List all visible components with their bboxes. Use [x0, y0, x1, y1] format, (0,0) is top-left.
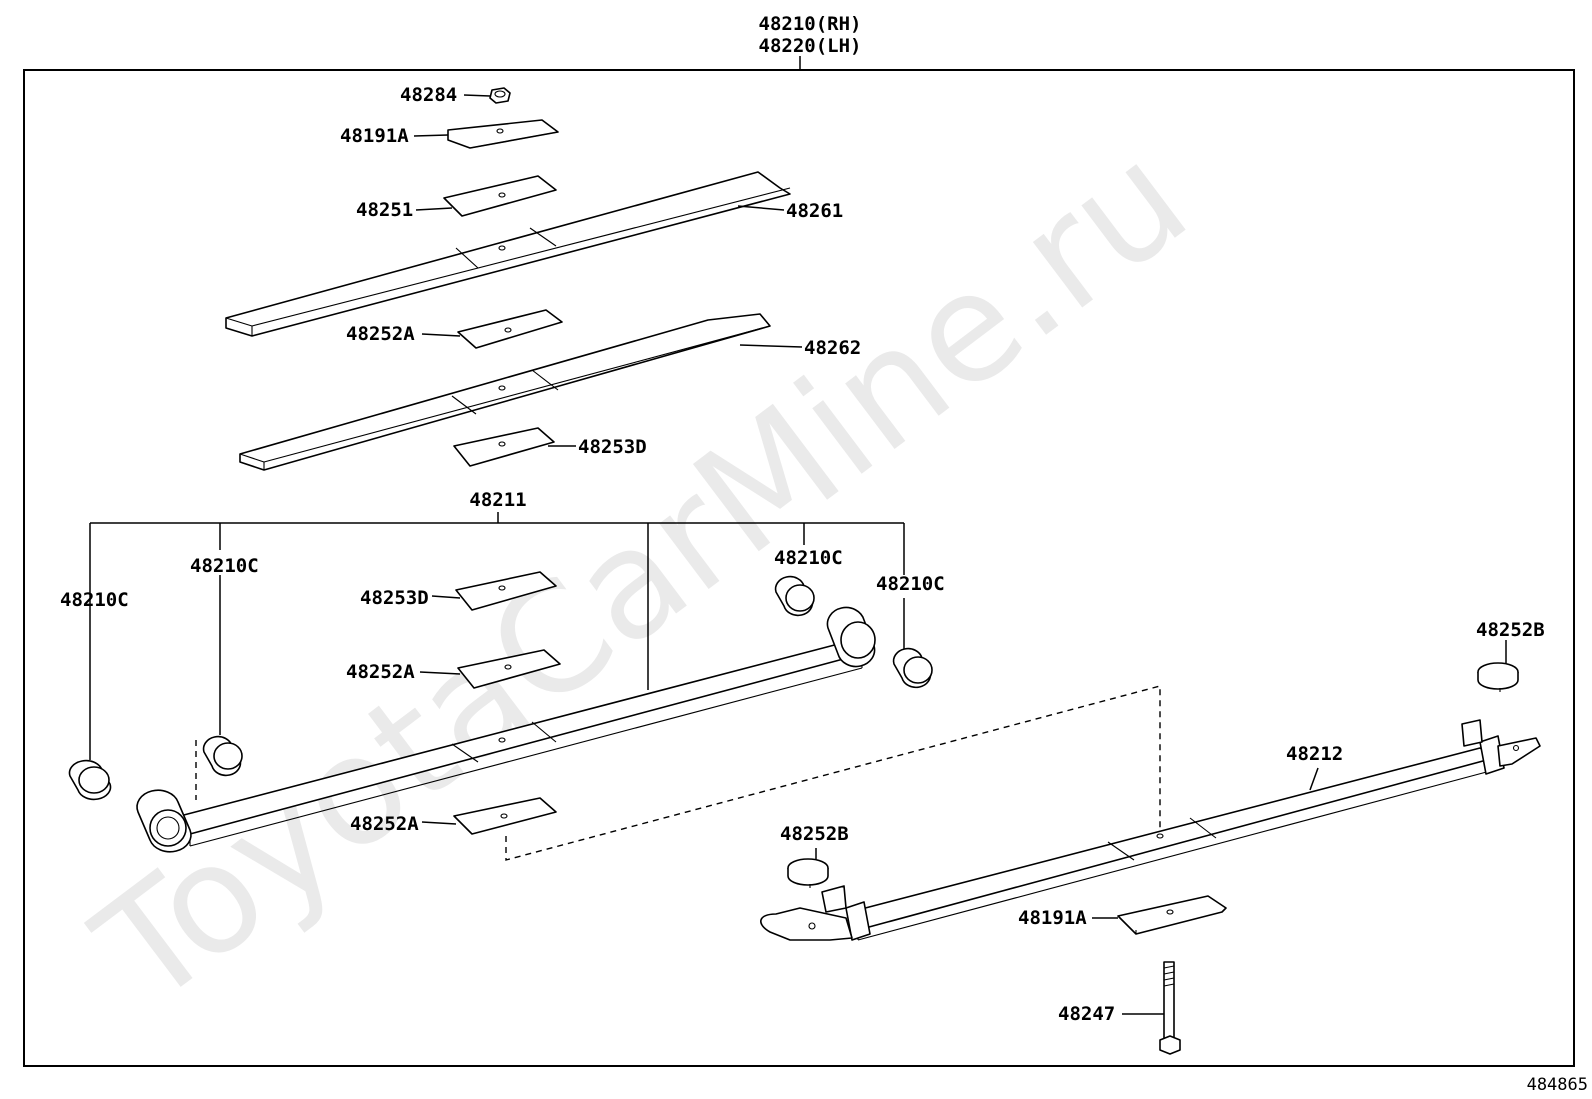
leader-48191a-top: [413, 134, 449, 137]
part-48252a-pad-1[interactable]: [457, 309, 563, 349]
label-48252a-2[interactable]: 48252A: [346, 661, 415, 683]
leader-48251: [415, 207, 453, 211]
part-48253d-pad-2[interactable]: [455, 571, 557, 611]
part-48191a-bottom-plate[interactable]: [1117, 895, 1227, 935]
leader-48262: [739, 344, 803, 348]
label-48284[interactable]: 48284: [400, 84, 457, 106]
part-48252b-cap-2[interactable]: [787, 858, 829, 888]
label-48220-lh[interactable]: 48220(LH): [759, 35, 862, 57]
leader-48252a-2: [419, 671, 461, 675]
label-48262[interactable]: 48262: [804, 337, 861, 359]
leader-48252a-3: [421, 821, 457, 825]
label-48191a-bottom[interactable]: 48191A: [1018, 907, 1087, 929]
label-48210-rh[interactable]: 48210(RH): [759, 13, 862, 35]
label-48253d-2[interactable]: 48253D: [360, 587, 429, 609]
part-48210c-bushing-4[interactable]: [892, 647, 933, 689]
diagram-id: 484865: [1527, 1075, 1588, 1095]
label-48211[interactable]: 48211: [469, 489, 526, 511]
label-48251[interactable]: 48251: [356, 199, 413, 221]
label-48212[interactable]: 48212: [1286, 743, 1343, 765]
part-48212-lower-leaf[interactable]: [760, 719, 1541, 941]
part-48210c-bushing-3[interactable]: [774, 575, 815, 617]
dashed-alignment-line: [505, 685, 1161, 861]
leader-48261: [737, 205, 785, 211]
label-48252b-1[interactable]: 48252B: [1476, 619, 1545, 641]
assembly-header: 48210(RH) 48220(LH): [759, 13, 862, 70]
label-48210c-4[interactable]: 48210C: [876, 573, 945, 595]
part-48251-pad[interactable]: [443, 175, 557, 217]
part-48253d-pad-1[interactable]: [453, 427, 555, 467]
part-48262-leaf[interactable]: [239, 313, 771, 471]
diagram-frame: [23, 69, 1575, 1067]
label-48253d-1[interactable]: 48253D: [578, 436, 647, 458]
part-48191a-top-plate[interactable]: [447, 119, 559, 149]
label-48252b-2[interactable]: 48252B: [780, 823, 849, 845]
part-48210c-bushing-1[interactable]: [68, 759, 112, 801]
part-48261-leaf[interactable]: [225, 171, 791, 337]
label-48210c-3[interactable]: 48210C: [774, 547, 843, 569]
label-48261[interactable]: 48261: [786, 200, 843, 222]
leader-48284: [463, 94, 491, 97]
label-48252a-1[interactable]: 48252A: [346, 323, 415, 345]
part-48284-nut[interactable]: [489, 87, 511, 104]
leader-48252a-1: [421, 333, 461, 337]
label-48252a-3[interactable]: 48252A: [350, 813, 419, 835]
part-48211-main-leaf[interactable]: [136, 606, 876, 853]
part-48252a-pad-2[interactable]: [457, 649, 561, 689]
part-48252a-pad-3[interactable]: [453, 797, 557, 835]
leader-48212: [1309, 767, 1319, 791]
label-48247[interactable]: 48247: [1058, 1003, 1115, 1025]
part-48247-center-bolt[interactable]: [1159, 961, 1181, 1055]
leader-48253d-2: [431, 595, 461, 599]
label-48210c-1[interactable]: 48210C: [60, 589, 129, 611]
part-48252b-cap-1[interactable]: [1477, 662, 1519, 692]
label-48191a-top[interactable]: 48191A: [340, 125, 409, 147]
part-48210c-bushing-2[interactable]: [195, 735, 243, 800]
label-48210c-2[interactable]: 48210C: [190, 555, 259, 577]
bracket-48211: [89, 512, 905, 760]
